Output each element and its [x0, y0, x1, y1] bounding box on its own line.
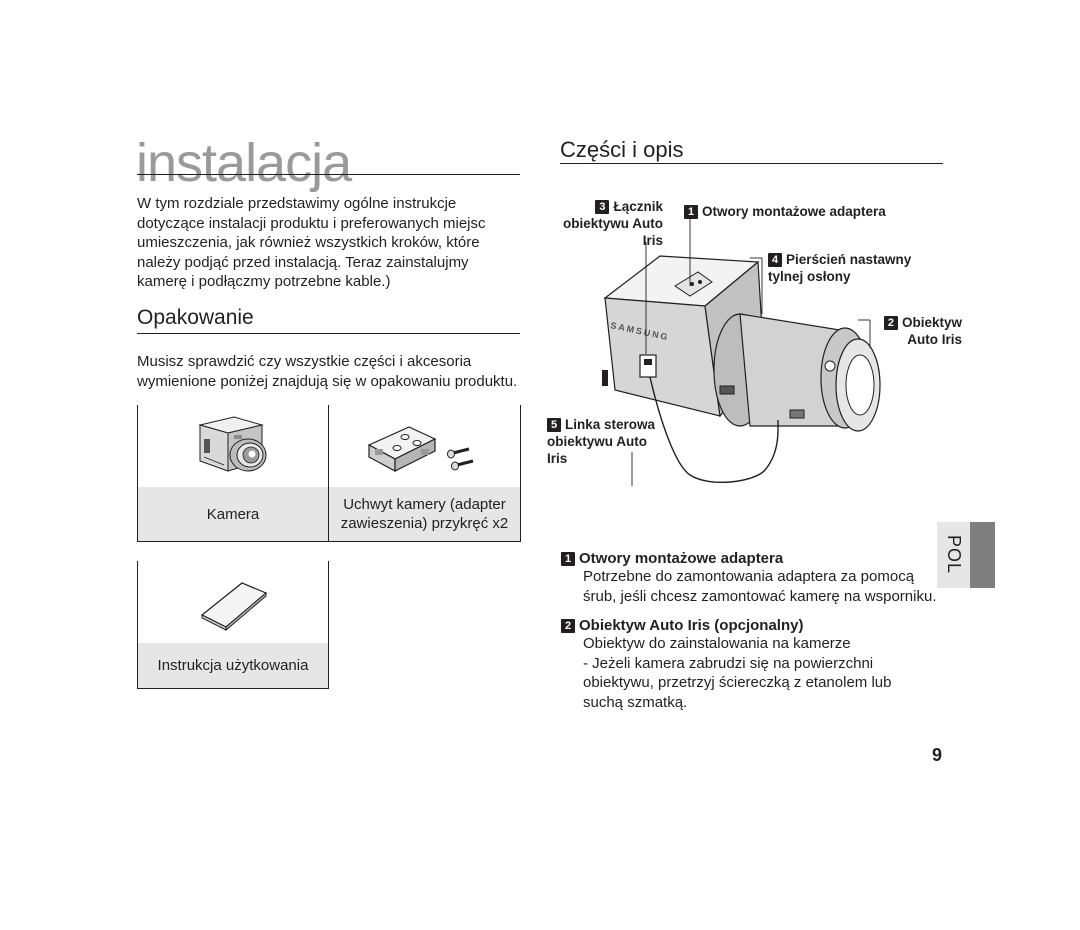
mount-label-cell: Uchwyt kamery (adapter zawieszenia) przy… — [329, 487, 520, 542]
callout-1-text: Otwory montażowe adaptera — [702, 204, 886, 219]
mount-adapter-icon — [367, 426, 474, 473]
badge-3: 3 — [595, 200, 610, 214]
packaging-heading: Opakowanie — [137, 306, 254, 329]
description-1: 1 Otwory montażowe adaptera Potrzebne do … — [561, 550, 946, 606]
language-tab-label-area: POL — [937, 522, 970, 588]
manual-label: Instrukcja użytkowania — [157, 657, 309, 674]
description-2-badge: 2 — [561, 619, 575, 633]
manual-booklet-icon — [200, 582, 268, 632]
parts-heading: Części i opis — [560, 137, 684, 162]
section-title-rule — [137, 174, 520, 175]
callout-5-text: Linka sterowa obiektywu Auto Iris — [547, 417, 656, 466]
parts-heading-rule — [560, 163, 943, 164]
description-1-badge: 1 — [561, 552, 575, 566]
section-title: instalacja — [136, 133, 352, 193]
description-2-body: Obiektyw do zainstalowania na kamerze — [583, 635, 851, 652]
camera-icon — [198, 416, 267, 472]
badge-1: 1 — [684, 205, 698, 219]
package-table-1: Kamera Uchwyt kamery (adapter zawieszeni… — [137, 405, 521, 542]
callout-1: 1 Otwory montażowe adaptera — [684, 203, 886, 220]
page-number: 9 — [932, 745, 943, 765]
callout-2-text: Obiektyw Auto Iris — [901, 315, 962, 347]
description-2-title-row: 2 Obiektyw Auto Iris (opcjonalny) — [561, 617, 946, 634]
package-table-2: Instrukcja użytkowania — [137, 561, 329, 689]
table-divider — [328, 405, 329, 542]
manual-label-cell: Instrukcja użytkowania — [138, 643, 328, 689]
manual-image-cell — [138, 561, 328, 643]
camera-parts-diagram: SAMSUNG — [602, 218, 881, 486]
language-tab: POL — [937, 522, 995, 588]
language-tab-label: POL — [944, 535, 964, 575]
description-1-title: Otwory montażowe adaptera — [579, 550, 784, 567]
packaging-rule — [137, 333, 520, 334]
callout-3-text: Łącznik obiektywu Auto Iris — [563, 199, 663, 248]
description-1-body: Potrzebne do zamontowania adaptera za po… — [583, 568, 937, 605]
description-2-title: Obiektyw Auto Iris (opcjonalny) — [579, 617, 804, 634]
badge-5: 5 — [547, 418, 561, 432]
intro-paragraph: W tym rozdziale przedstawimy ogólne inst… — [137, 195, 486, 290]
description-2-bullet: - Jeżeli kamera zabrudzi się na powierzc… — [583, 654, 892, 711]
mount-image-cell — [329, 405, 520, 487]
badge-4: 4 — [768, 253, 782, 267]
packaging-paragraph: Musisz sprawdzić czy wszystkie części i … — [137, 353, 518, 390]
description-1-title-row: 1 Otwory montażowe adaptera — [561, 550, 946, 567]
camera-image-cell — [138, 405, 328, 487]
camera-label: Kamera — [206, 505, 260, 523]
camera-label-cell: Kamera — [138, 487, 328, 542]
badge-2: 2 — [883, 316, 898, 330]
description-2: 2 Obiektyw Auto Iris (opcjonalny) Obiekty… — [561, 617, 946, 712]
callout-4-text: Pierścień nastawny tylnej osłony — [768, 252, 912, 284]
mount-label: Uchwyt kamery (adapter zawieszenia) przy… — [340, 496, 509, 532]
